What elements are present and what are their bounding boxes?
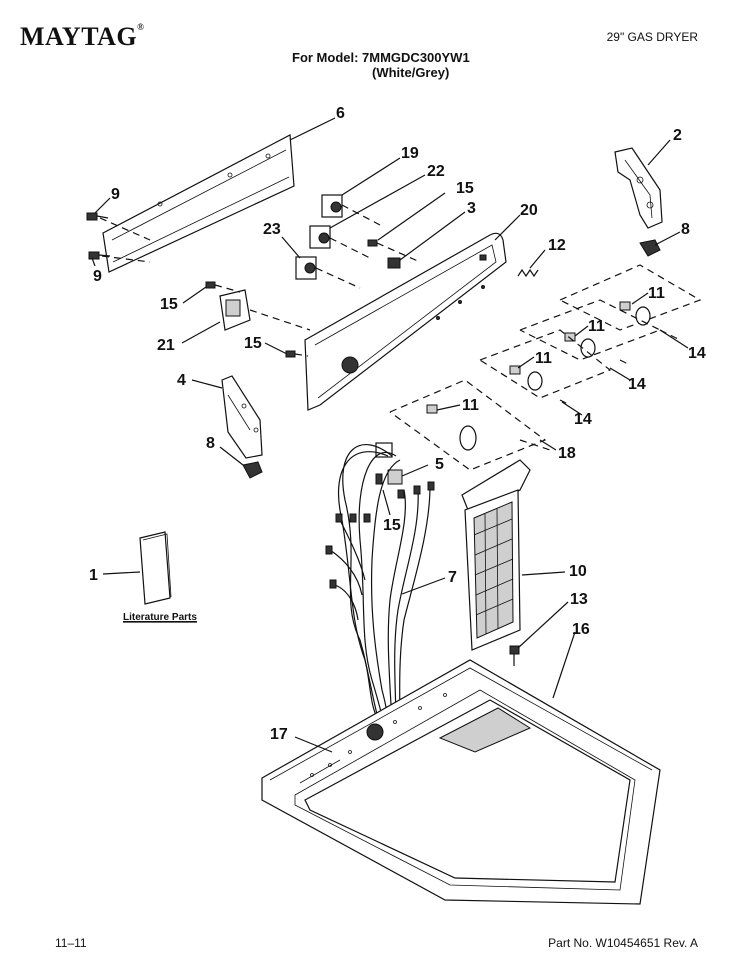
callout-15-lower: 15 (244, 335, 262, 352)
callout-11-a: 11 (648, 285, 665, 302)
part-6-bracket (102, 134, 295, 273)
callout-15-wire: 15 (383, 517, 401, 534)
part-8-clip-top (639, 239, 661, 257)
callout-2: 2 (673, 127, 682, 144)
part-13-screw (509, 645, 520, 666)
callout-17: 17 (270, 726, 288, 743)
callout-19: 19 (401, 145, 419, 162)
callout-20: 20 (520, 202, 538, 219)
callout-14-c: 14 (574, 411, 592, 428)
callout-8-top: 8 (681, 221, 690, 238)
part-15-screw-lower (285, 350, 309, 358)
callout-14-a: 14 (688, 345, 706, 362)
callout-23: 23 (263, 221, 281, 238)
brand-logo: MAYTAG® (20, 22, 145, 51)
part-15-screw-upper (367, 239, 421, 263)
part-22-switch (309, 225, 371, 259)
callout-12: 12 (548, 237, 566, 254)
part-2-bracket (614, 147, 663, 229)
knob-group-1 (559, 264, 702, 341)
callout-10: 10 (569, 563, 587, 580)
part-23-switch (295, 256, 361, 289)
footer-part-number: Part No. W10454651 Rev. A (548, 936, 698, 950)
part-10-lint-screen (461, 459, 531, 651)
footer-date: 11–11 (55, 936, 87, 950)
knob-group-2 (519, 299, 662, 366)
callout-22: 22 (427, 163, 445, 180)
knob-group-3 (479, 329, 612, 405)
callout-11-b: 11 (588, 318, 605, 335)
callout-9-bottom: 9 (93, 268, 102, 285)
leader-lines (91, 117, 689, 753)
part-1-literature (139, 531, 172, 605)
part-9-screw-bottom (88, 251, 151, 263)
part-20-console (304, 232, 507, 411)
callout-16: 16 (572, 621, 590, 638)
callout-6: 6 (336, 105, 345, 122)
literature-parts-label: Literature Parts (123, 612, 197, 623)
callout-1: 1 (89, 567, 98, 584)
callout-3: 3 (467, 200, 476, 217)
callout-9-top: 9 (111, 186, 120, 203)
part-3-connector (387, 257, 401, 269)
part-8-clip-bottom (242, 461, 263, 479)
callout-13: 13 (570, 591, 588, 608)
callout-8-bottom: 8 (206, 435, 215, 452)
part-19-switch (321, 194, 381, 226)
part-16-top-panel (261, 659, 661, 905)
callouts: 6 2 19 22 15 3 20 9 9 23 12 8 15 11 21 1… (89, 105, 706, 743)
model-line: For Model: 7MMGDC300YW1 (292, 50, 470, 65)
part-9-screw-top (86, 212, 151, 241)
callout-15: 15 (456, 180, 474, 197)
callout-18: 18 (558, 445, 576, 462)
part-12-spring (517, 268, 539, 278)
part-15-screw-left (205, 281, 241, 293)
part-21-timer (219, 289, 311, 331)
callout-4: 4 (177, 372, 186, 389)
callout-7: 7 (448, 569, 457, 586)
callout-15-left: 15 (160, 296, 178, 313)
product-type: 29" GAS DRYER (606, 30, 698, 44)
callout-11-c: 11 (535, 350, 552, 367)
knob-group-4 (389, 379, 551, 471)
callout-5: 5 (435, 456, 444, 473)
part-4-bracket (221, 375, 263, 459)
color-line: (White/Grey) (372, 65, 450, 80)
callout-11-d: 11 (462, 397, 479, 414)
callout-14-b: 14 (628, 376, 646, 393)
part-5-terminal (375, 442, 403, 485)
callout-21: 21 (157, 337, 175, 354)
part-7-wire-harness (325, 444, 435, 726)
